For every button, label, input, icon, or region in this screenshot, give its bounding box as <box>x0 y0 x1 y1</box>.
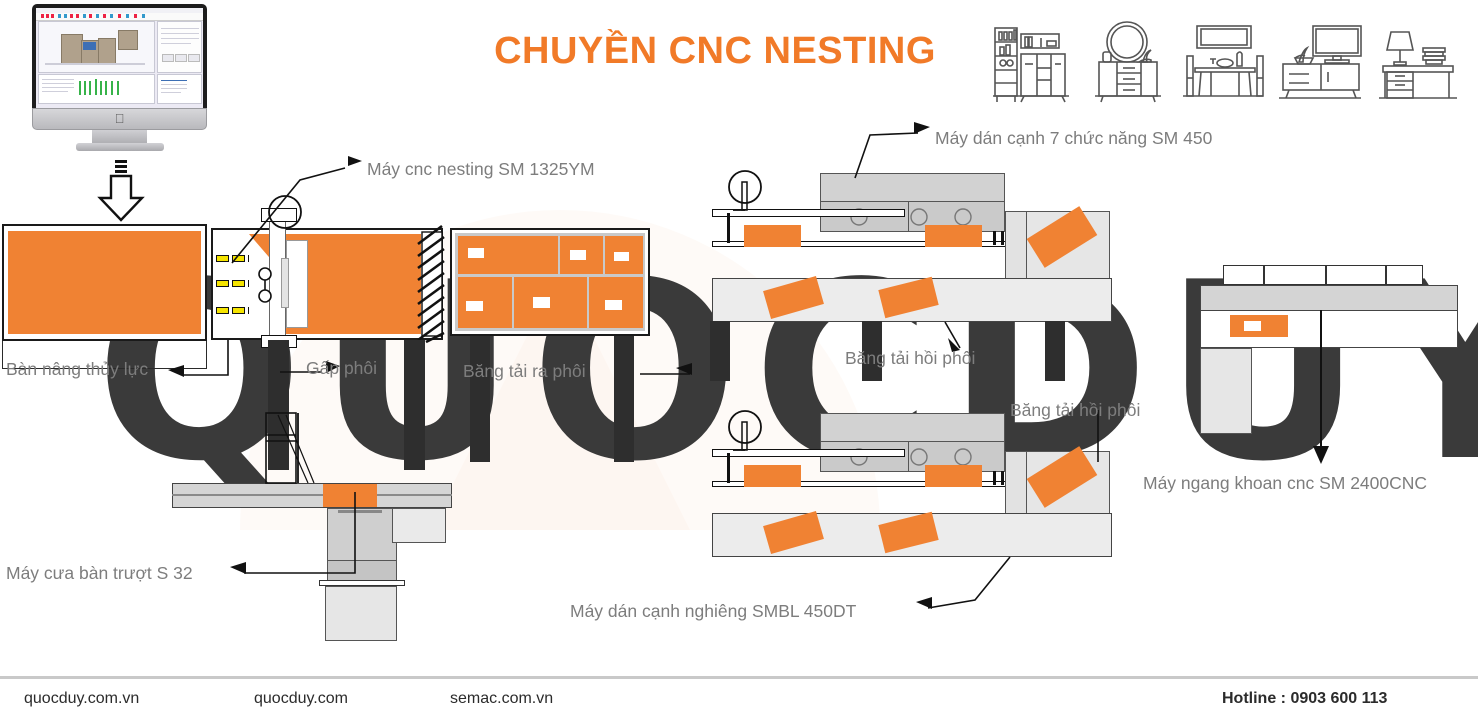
cnc-dust-hood-icon <box>268 195 302 229</box>
nested-part-label <box>533 297 550 308</box>
footer-site-2[interactable]: quocduy.com <box>254 690 348 707</box>
cnc-leg <box>404 340 425 470</box>
edgebander-top-rail-vertical <box>993 231 996 245</box>
cnc-spindle-bar <box>281 258 289 308</box>
hydraulic-lift-leg <box>2 341 207 369</box>
label-gap-phoi: Gấp phôi <box>306 358 378 378</box>
edgebander-bottom-rail <box>712 449 905 457</box>
sliding-saw-cabinet <box>327 508 397 563</box>
cnc-bed-cut-corner <box>249 234 275 334</box>
bookshelf-cabinet-icon <box>993 27 1069 103</box>
cad-info-panel <box>157 74 202 104</box>
return-conveyor-top-leg <box>1045 321 1065 381</box>
cnc-brush-hatch <box>417 224 445 344</box>
edgebander-bottom-rail-vertical <box>993 471 996 485</box>
sliding-saw-pedestal <box>325 586 397 641</box>
edgebander-bottom-panel <box>925 465 982 487</box>
drill-top-divider <box>1325 265 1327 285</box>
edgebander-top-rail-vertical <box>1001 231 1004 245</box>
label-return-conveyor-top: Băng tải hồi phôi <box>845 348 976 368</box>
sliding-saw-blade-guard-icon <box>265 412 315 484</box>
outfeed-conveyor-leg <box>470 336 490 462</box>
cnc-clamp <box>216 280 229 287</box>
edgebander-top-pressure-wheel-icon <box>728 170 762 211</box>
edgebander-top-panel <box>744 225 801 247</box>
page-title: CHUYỀN CNC NESTING <box>494 30 936 72</box>
edgebander-top-panel <box>925 225 982 247</box>
label-edgebander-tilt: Máy dán cạnh nghiêng SMBL 450DT <box>570 601 857 621</box>
edgebander-bottom-panel <box>744 465 801 487</box>
return-conveyor-top-leg <box>710 321 730 381</box>
edgebander-bottom-rail-vertical <box>1001 471 1004 485</box>
cad-list-panel <box>38 74 155 104</box>
nested-part <box>514 277 587 328</box>
label-sliding-table-saw: Máy cưa bàn trượt S 32 <box>6 563 193 583</box>
label-drill-machine: Máy ngang khoan cnc SM 2400CNC <box>1143 473 1428 493</box>
sliding-saw-base-flange <box>319 580 405 586</box>
edgebander-top-rail-vertical <box>727 213 730 243</box>
footer-site-3[interactable]: semac.com.vn <box>450 690 554 707</box>
dining-table-icon <box>1183 25 1264 97</box>
nested-part-label <box>466 301 483 311</box>
outfeed-conveyor-leg <box>614 336 634 462</box>
label-return-conveyor-bottom: Băng tải hồi phôi <box>1010 400 1141 420</box>
cnc-clamp <box>216 255 229 262</box>
nested-part-label <box>614 252 629 261</box>
desk-lamp-icon <box>1379 31 1457 99</box>
edgebander-bottom-rail-vertical <box>727 453 730 483</box>
tv-stand-icon <box>1279 25 1362 99</box>
footer-site-1[interactable]: quocduy.com.vn <box>24 690 140 707</box>
cad-properties-panel <box>157 21 202 73</box>
sliding-saw-slot <box>338 510 382 513</box>
sliding-saw-table-rail <box>172 494 452 496</box>
cnc-roller-icons <box>258 267 272 303</box>
furniture-icon-row <box>985 18 1475 103</box>
nested-part-label <box>468 248 484 258</box>
sliding-saw-side-table <box>392 508 446 543</box>
label-edgebander-7-function: Máy dán cạnh 7 chức năng SM 450 <box>935 128 1213 148</box>
monitor-screen <box>36 8 203 108</box>
cnc-clamp <box>216 307 229 314</box>
cnc-clamp <box>232 307 245 314</box>
imac-monitor-icon:  <box>14 2 219 152</box>
label-bang-tai-ra-phoi: Băng tải ra phôi <box>463 361 586 381</box>
down-arrow-icon <box>97 160 145 222</box>
drill-top-divider <box>1385 265 1387 285</box>
label-cnc-nesting: Máy cnc nesting SM 1325YM <box>367 159 595 179</box>
nested-part-label <box>570 250 586 260</box>
nested-part-label <box>605 300 622 310</box>
footer-hotline: Hotline : 0903 600 113 <box>1222 690 1388 707</box>
monitor-chin <box>32 108 207 130</box>
monitor-stand-neck <box>92 130 147 144</box>
sliding-saw-workpiece <box>323 484 377 507</box>
drill-top-divider <box>1263 265 1265 285</box>
drill-workpiece-label <box>1244 321 1261 331</box>
footer-divider <box>0 676 1478 679</box>
edgebander-bottom-pressure-wheel-icon <box>728 410 762 451</box>
return-conveyor-top-leg <box>862 321 882 381</box>
cnc-clamp <box>232 280 245 287</box>
drill-top-module <box>1223 265 1423 285</box>
drill-output-arrow-icon <box>1313 310 1329 464</box>
apple-logo-icon:  <box>114 112 125 125</box>
hydraulic-lift-panel-stack <box>8 231 201 334</box>
edgebander-bottom-upper-body <box>820 413 1005 442</box>
edgebander-top-rail <box>712 209 905 217</box>
monitor-stand-foot <box>76 143 164 151</box>
vanity-mirror-icon <box>1095 21 1161 103</box>
drill-side-cabinet <box>1200 348 1252 434</box>
label-hydraulic-table: Bàn nâng thủy lực <box>6 359 149 379</box>
cad-canvas <box>38 21 155 73</box>
